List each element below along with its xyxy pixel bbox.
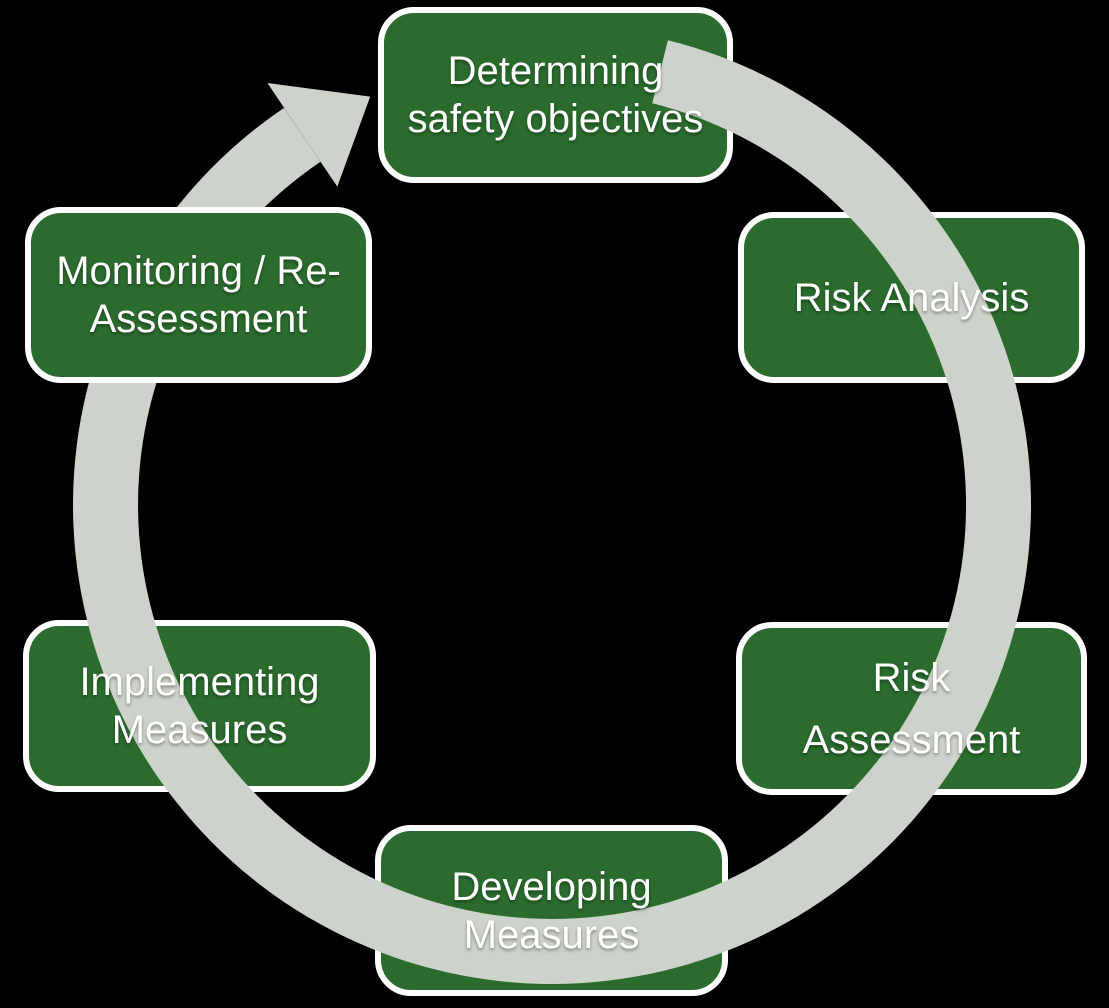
step-risk-analysis: Risk Analysis	[738, 212, 1085, 383]
step-monitoring-re-assessment: Monitoring / Re- Assessment	[25, 207, 372, 383]
step-determining-safety-objectives: Determining safety objectives	[378, 7, 733, 183]
step-label-line: Risk	[872, 655, 951, 700]
step-label-line: Risk Analysis	[793, 275, 1030, 320]
step-risk-assessment: Risk Assessment	[736, 622, 1087, 795]
step-implementing-measures: Implementing Measures	[23, 620, 376, 792]
step-label-line: Assessment	[89, 297, 308, 341]
step-label-line: Monitoring / Re-	[56, 249, 341, 293]
step-label-line: Measures	[111, 708, 288, 752]
cycle-arrow-head	[267, 83, 371, 187]
step-label-line: Determining	[447, 49, 664, 93]
step-label-line: Implementing	[79, 660, 320, 704]
step-label-line: Assessment	[802, 717, 1021, 762]
step-label-line: Measures	[463, 912, 640, 957]
step-developing-measures: Developing Measures	[375, 825, 728, 996]
step-label-line: Developing	[451, 864, 652, 909]
step-label-line: safety objectives	[407, 97, 704, 141]
